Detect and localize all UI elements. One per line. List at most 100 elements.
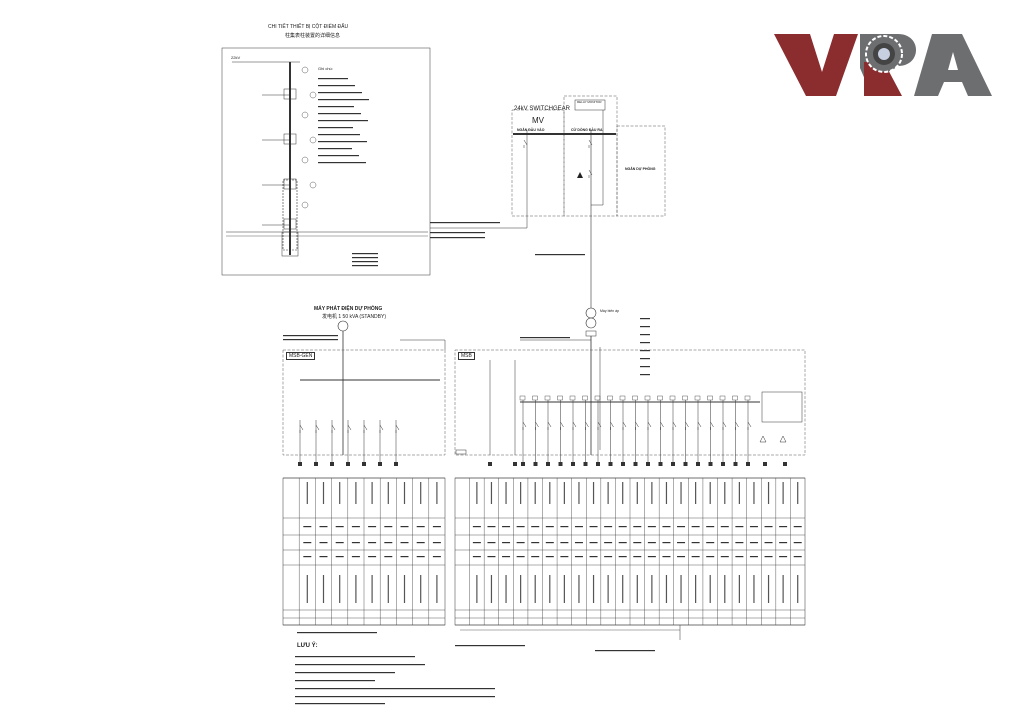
table-cell-value xyxy=(749,526,758,528)
table-cell-text xyxy=(534,482,536,504)
pole-ladder xyxy=(282,179,298,251)
table-cell-text xyxy=(651,575,653,603)
msb-label: MSB xyxy=(458,352,475,360)
incoming-cubicle xyxy=(511,109,565,217)
table-cell-value xyxy=(472,542,481,544)
outgoing-label: CỬ DÒNG ĐẦU RA xyxy=(571,128,603,132)
table-cell-value xyxy=(749,542,758,544)
table-cell-value xyxy=(335,556,344,558)
meter-label xyxy=(640,374,650,376)
meter-box xyxy=(732,395,738,401)
note-line xyxy=(295,703,385,705)
legend-item xyxy=(318,162,366,164)
table-cell-value xyxy=(384,556,393,558)
terminal xyxy=(696,462,700,466)
transformer-label: Máy biến áp xyxy=(600,309,620,313)
table-cell-value xyxy=(720,542,729,544)
table-cell-text xyxy=(339,575,341,603)
table-note xyxy=(455,645,525,647)
callout-bubble xyxy=(309,181,317,189)
table-cell-text xyxy=(420,575,422,603)
table-cell-text xyxy=(403,575,406,603)
table-cell-value xyxy=(793,526,802,528)
table-cell-value xyxy=(720,556,729,558)
table-cell-text xyxy=(709,482,711,504)
terminal xyxy=(378,462,382,466)
table-cell-value xyxy=(604,526,613,528)
terminal xyxy=(521,462,525,466)
mv-label: MV xyxy=(532,116,544,125)
table-cell-text xyxy=(306,482,308,504)
table-cell-text xyxy=(797,482,799,504)
table-cell-text xyxy=(322,575,325,603)
table-cell-value xyxy=(560,542,569,544)
table-cell-value xyxy=(589,542,598,544)
terminal xyxy=(683,462,688,466)
table-cell-value xyxy=(400,556,409,558)
table-cell-value xyxy=(793,556,802,558)
table-cell-value xyxy=(691,556,700,558)
ground-box xyxy=(455,449,467,455)
feeder-breaker xyxy=(660,421,664,428)
detail-note xyxy=(352,253,378,255)
meter-box xyxy=(532,395,538,401)
table-cell-text xyxy=(592,482,595,504)
feeder-breaker xyxy=(535,421,539,428)
legend-item xyxy=(318,120,368,122)
feeder-breaker xyxy=(647,421,652,428)
table-cell-text xyxy=(490,575,493,603)
transformer-primary xyxy=(585,307,597,319)
terminal xyxy=(746,462,750,466)
terminal xyxy=(783,462,787,466)
callout-bubble xyxy=(309,136,317,144)
table-cell-value xyxy=(574,542,583,544)
terminal xyxy=(571,462,575,466)
feeder-breaker xyxy=(547,421,552,428)
table-cell-value xyxy=(335,542,344,544)
meter-label xyxy=(640,366,650,368)
feeder-breaker xyxy=(572,421,577,428)
callout-bubble xyxy=(301,201,309,209)
terminal xyxy=(513,462,517,466)
terminal xyxy=(346,462,350,466)
table-cell-text xyxy=(738,575,740,603)
table-cell-value xyxy=(662,542,671,544)
table-cell-text xyxy=(607,575,609,603)
table-cell-text xyxy=(695,575,697,603)
detail-title: CHI TIẾT THIẾT BỊ CỘT ĐIỂM ĐẤU xyxy=(268,24,349,30)
transformer-secondary xyxy=(585,317,597,329)
table-cell-value xyxy=(502,526,511,528)
table-cell-value xyxy=(560,526,569,528)
terminal xyxy=(488,462,492,466)
table-cell-value xyxy=(735,542,744,544)
detail-note xyxy=(352,257,378,259)
table-cell-value xyxy=(691,526,700,528)
detail-note xyxy=(352,261,378,263)
table-cell-value xyxy=(691,542,700,544)
legend-item xyxy=(318,85,355,87)
table-cell-value xyxy=(574,526,583,528)
msb-panel xyxy=(454,349,806,456)
table-cell-text xyxy=(520,575,522,603)
ct-box xyxy=(585,330,597,337)
table-cell-value xyxy=(531,526,540,528)
table-cell-value xyxy=(764,542,773,544)
switchgear-title: 24kV SWITCHGEAR xyxy=(514,106,571,112)
legend-item xyxy=(318,127,353,129)
pole-foundation xyxy=(281,231,299,257)
terminal xyxy=(763,462,767,466)
table-cell-value xyxy=(677,542,686,544)
meter-box xyxy=(707,395,713,401)
feeder-breaker xyxy=(597,421,602,428)
notes-title: LƯU Ý: xyxy=(297,643,318,649)
terminal xyxy=(394,462,398,466)
terminal xyxy=(608,462,613,466)
table-cell-value xyxy=(368,556,377,558)
pole-equipment xyxy=(283,178,297,190)
msb-gen-label: MSB-GEN xyxy=(286,352,316,360)
table-cell-value xyxy=(749,556,758,558)
legend-item xyxy=(318,106,354,108)
pole-equipment xyxy=(283,218,297,230)
table-cell-value xyxy=(779,542,788,544)
table-cell-value xyxy=(472,526,481,528)
